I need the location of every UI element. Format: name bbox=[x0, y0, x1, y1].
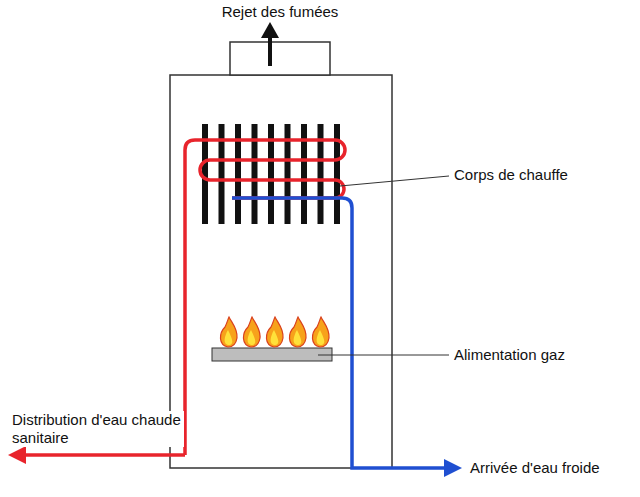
burner-flames bbox=[220, 317, 329, 347]
flame-outer bbox=[243, 317, 260, 347]
hot-water-arrow bbox=[8, 446, 26, 464]
hot-water-outlet bbox=[24, 453, 185, 457]
flame-inner bbox=[271, 330, 279, 345]
cold-water-pipe bbox=[232, 198, 446, 468]
leader-line bbox=[318, 355, 449, 356]
callout-label: Alimentation gaz bbox=[452, 346, 567, 364]
flame bbox=[220, 317, 237, 347]
flame bbox=[243, 317, 260, 347]
flame-outer bbox=[312, 317, 329, 347]
smoke-arrow-head bbox=[261, 22, 279, 38]
flame-outer bbox=[266, 317, 283, 347]
gas-burner bbox=[212, 348, 332, 361]
flame-inner bbox=[248, 330, 256, 345]
flame-inner bbox=[294, 330, 302, 345]
callout-label: Arrivée d'eau froide bbox=[468, 459, 602, 477]
flame-outer bbox=[289, 317, 306, 347]
heater-housing bbox=[170, 75, 392, 468]
leader-line bbox=[340, 176, 449, 186]
callout-label: Rejet des fumées bbox=[220, 3, 341, 21]
cold-water-arrow bbox=[444, 459, 462, 477]
flue-outlet bbox=[230, 42, 330, 75]
callout-label: Corps de chauffe bbox=[452, 166, 570, 184]
flame-inner bbox=[317, 330, 325, 345]
smoke-arrow-shaft bbox=[268, 36, 272, 66]
hot-water-pipe bbox=[185, 140, 345, 455]
flame bbox=[266, 317, 283, 347]
flame-outer bbox=[220, 317, 237, 347]
flame bbox=[312, 317, 329, 347]
flame bbox=[289, 317, 306, 347]
callout-label: Distribution d'eau chaude sanitaire bbox=[10, 411, 184, 447]
flame-inner bbox=[225, 330, 233, 345]
